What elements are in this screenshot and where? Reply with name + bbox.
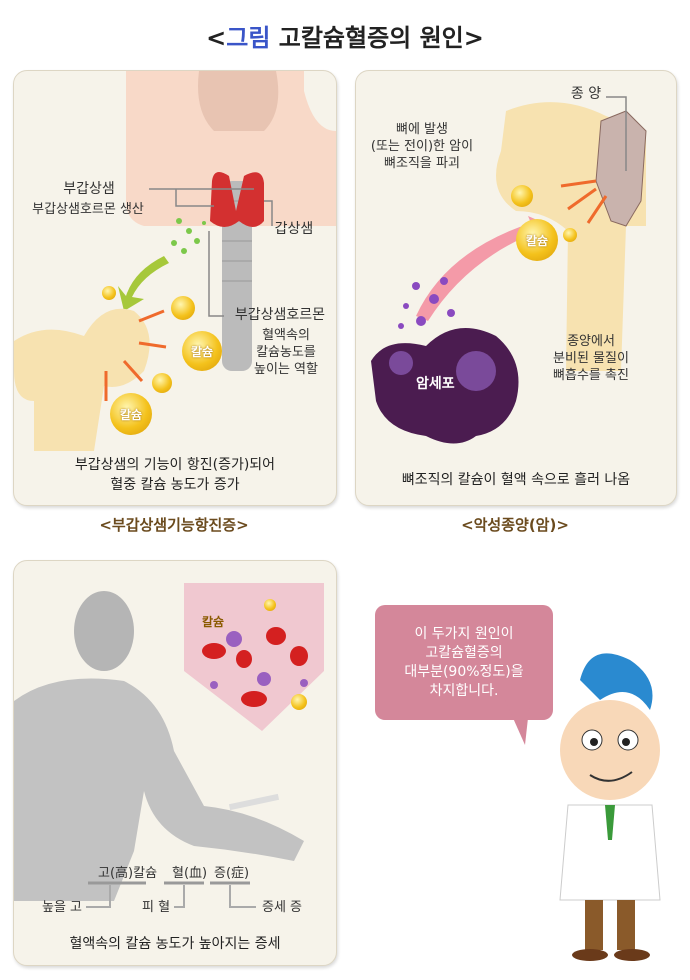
calcium-ball-label: 칼슘 [516,219,558,261]
calcium-ball [291,694,307,710]
panel3-caption: 혈액속의 칼슘 농도가 높아지는 증세 [69,936,281,952]
calcium-ball [152,373,172,393]
title-text: 고칼슘혈증의 원인 [270,24,464,52]
arrow-icon [118,256,169,311]
subtitle-hyperparathyroidism: <부갑상샘기능항진증> [99,516,249,534]
calcium-ball [511,185,533,207]
bubble-line: 고칼슘혈증의 [425,644,503,661]
bubble-line: 이 두가지 원인이 [414,625,514,642]
doctor-hair [580,653,653,710]
subtitle-malignant-tumor: <악성종양(암)> [461,516,569,534]
label-calcium: 칼슘 [202,615,225,629]
title-highlight: 그림 [226,24,271,52]
neck-illustration [126,71,336,226]
doctor-tie [605,805,615,840]
desc-line: 뼈조직을 파괴 [384,156,460,171]
doctor-face [560,700,660,800]
doctor-coat [559,804,661,901]
title-bracket: > [463,24,484,52]
term-connectors [86,881,256,908]
title-bracket: < [206,24,227,52]
desc-line: 분비된 물질이 [553,351,629,366]
calcium-ball-label: 칼슘 [110,393,152,435]
desc-line: 뼈흡수를 촉진 [553,368,629,383]
desc-line: 종양에서 [567,334,615,349]
trachea-illustration [222,181,252,371]
term-jeung: 증(症) [214,866,250,881]
bubble-line: 차지합니다. [429,682,499,699]
term-go: 고(高)칼슘 [98,866,158,881]
calcium-ball [264,599,276,611]
desc-line: 뼈에 발생 [396,122,448,137]
calcium-ball [171,296,195,320]
desc-line: 혈액속의 [262,328,310,343]
doctor-illustration [559,653,661,961]
thyroid-illustration [210,172,264,227]
label-hormone: 부갑상샘호르몬 [234,307,326,323]
label-parathyroid-desc: 부갑상샘호르몬 생산 [32,202,144,217]
bubble-tail [505,700,530,745]
page-title: <그림 고칼슘혈증의 원인> [0,18,690,53]
neck-bone-illustration [14,71,336,451]
blood-zoom-view [184,583,324,731]
bone-illustration [14,308,150,451]
desc-line: 높이는 역할 [254,362,318,377]
syringe-illustration [228,793,280,811]
meaning-go: 높을 고 [42,900,83,915]
caption-line: 부갑상샘의 기능이 항진(증가)되어 [74,457,276,473]
tumor-mass [595,110,647,227]
desc-line: 칼슘농도를 [256,345,316,360]
meaning-hyeol: 피 혈 [142,900,171,915]
calcium-ball [102,286,116,300]
label-cancer-cell: 암세포 [416,376,455,392]
desc-line: (또는 전이)한 암이 [370,139,474,154]
calcium-ball-label: 칼슘 [182,331,222,371]
panel-definition: 칼슘 고(高)칼슘 혈(血) 증(症) 높을 고 피 혈 증세 증 혈액속의 칼… [13,560,337,966]
head-illustration [74,591,134,671]
body-illustration [14,583,324,901]
label-parathyroid: 부갑상샘 [63,181,115,197]
term-hyeol: 혈(血) [172,866,208,881]
body-silhouette [14,678,304,901]
panel2-caption: 뼈조직의 칼슘이 혈액 속으로 흘러 나옴 [401,472,631,488]
bubble-line: 대부분(90%정도)을 [404,663,524,680]
meaning-jeung: 증세 증 [262,900,303,915]
label-tumor: 종 양 [570,86,602,102]
calcium-ball [563,228,577,242]
caption-line: 혈중 칼슘 농도가 증가 [110,477,240,493]
label-thyroid: 갑상샘 [274,221,314,237]
